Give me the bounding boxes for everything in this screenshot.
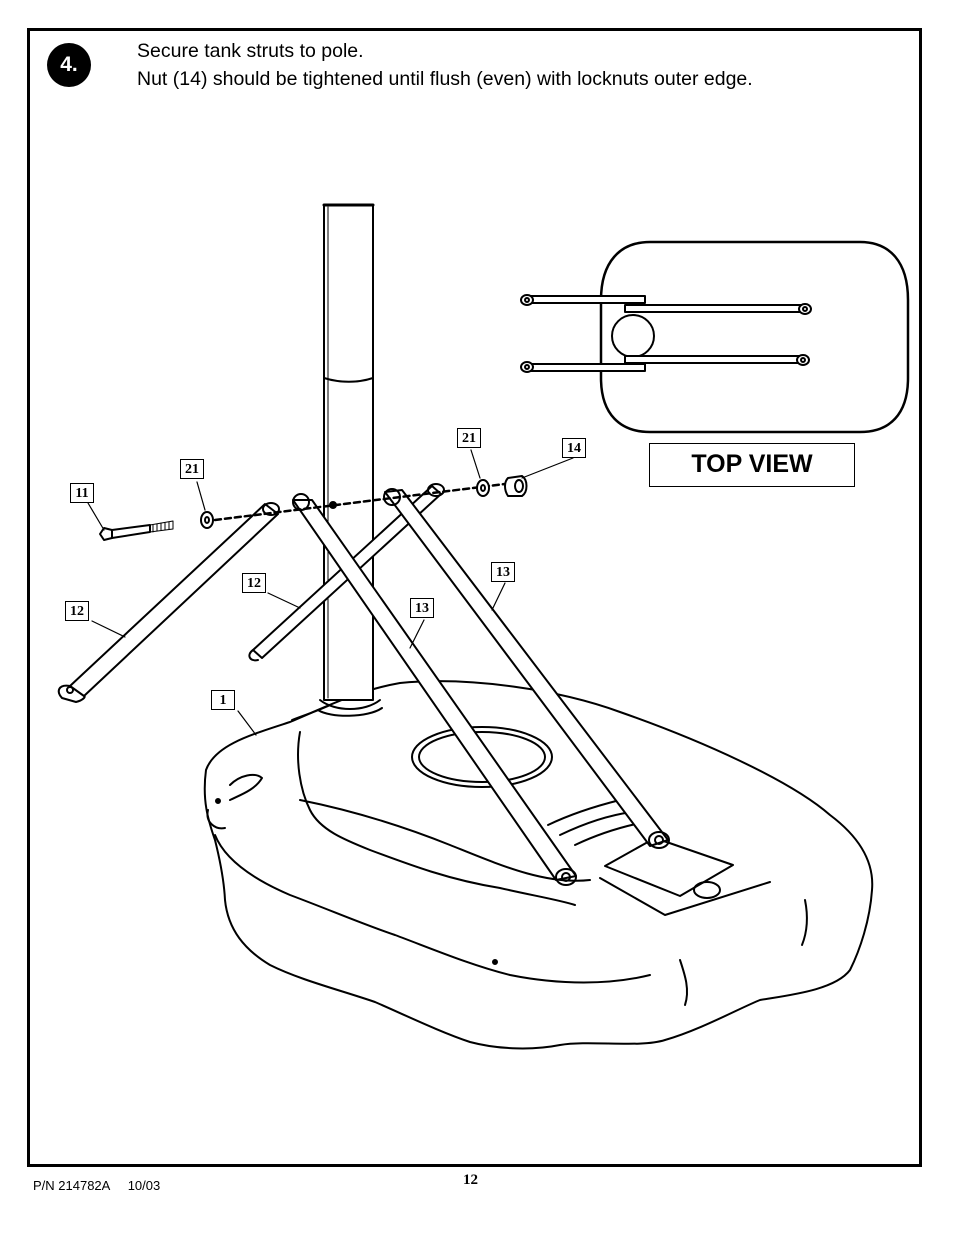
page-number: 12 [463, 1172, 478, 1188]
callout-13-front: 13 [410, 598, 434, 618]
callout-21-right: 21 [457, 428, 481, 448]
tank-base [203, 680, 874, 1050]
instruction-line-2: Nut (14) should be tightened until flush… [137, 68, 753, 90]
page-frame [27, 28, 922, 1167]
hardware [99, 475, 528, 541]
instructions: Secure tank struts to pole. Nut (14) sho… [137, 37, 753, 93]
callout-1: 1 [211, 690, 235, 710]
instruction-line-1: Secure tank struts to pole. [137, 40, 364, 62]
leader-lines [87, 449, 574, 736]
callout-12-left: 12 [65, 601, 89, 621]
strut-13-right [383, 488, 670, 849]
callout-13-right: 13 [491, 562, 515, 582]
callout-12-back: 12 [242, 573, 266, 593]
top-view-label: TOP VIEW [649, 443, 855, 487]
callout-21-left: 21 [180, 459, 204, 479]
part-number: P/N 214782A [33, 1178, 110, 1193]
footer-part-number: P/N 214782A 10/03 [33, 1178, 160, 1193]
pole [317, 203, 383, 717]
revision-date: 10/03 [127, 1178, 161, 1193]
top-view-diagram [520, 240, 910, 434]
step-number-badge: 4. [47, 43, 91, 87]
callout-14: 14 [562, 438, 586, 458]
strut-12-left [57, 502, 280, 703]
callout-11: 11 [70, 483, 94, 503]
